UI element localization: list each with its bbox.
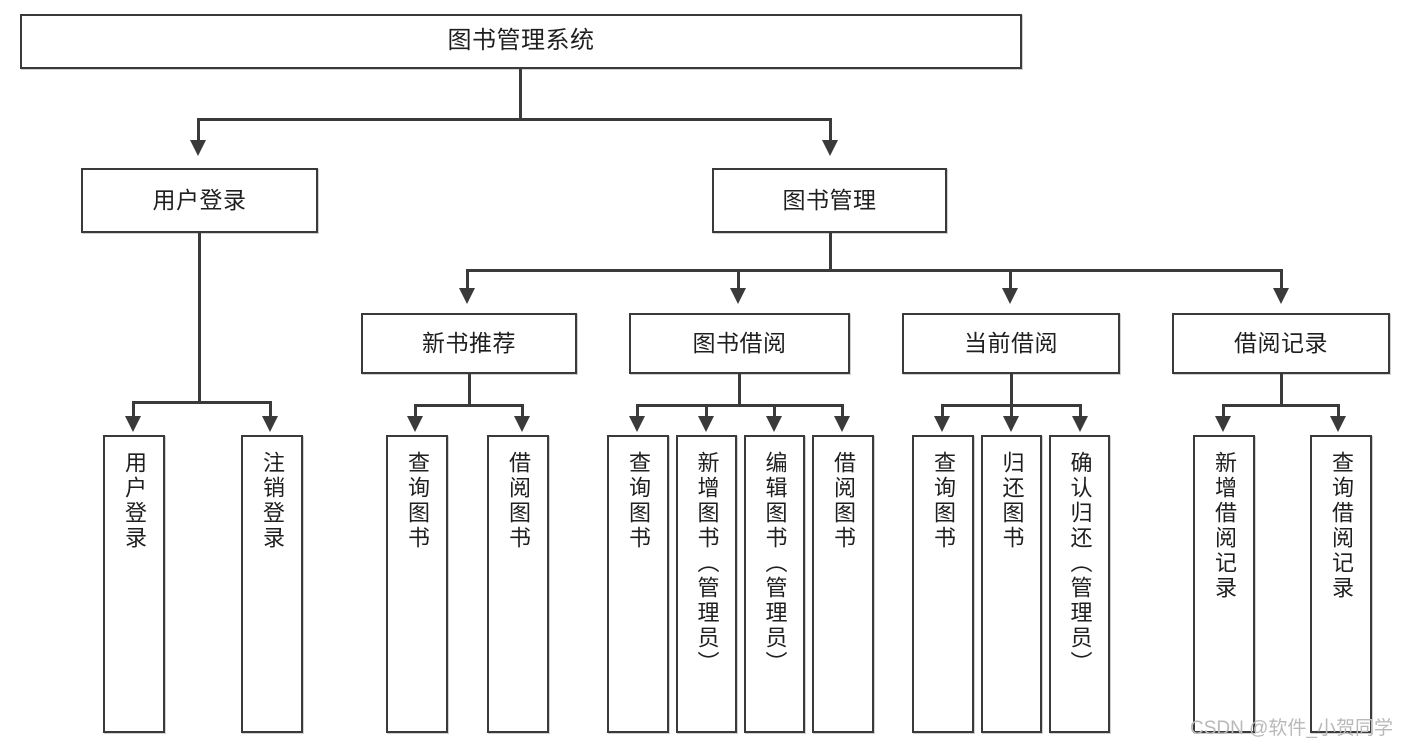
node-label: 图书借阅	[692, 329, 787, 356]
connector-cb-drop-1	[941, 404, 944, 419]
arrowhead-nbr-leaf-2	[514, 416, 530, 432]
node-leaf-edit-book-admin[interactable]: 编辑图书（管理员）	[744, 435, 805, 733]
node-label: 当前借阅	[964, 329, 1058, 356]
connector-bb-bus	[636, 404, 844, 407]
arrowhead-user-login-leaf-2	[262, 416, 278, 432]
connector-book-management-stem	[829, 233, 832, 271]
connector-root-bus	[197, 118, 832, 121]
arrowhead-br-leaf-1	[1215, 416, 1231, 432]
arrowhead-cb-leaf-3	[1072, 416, 1088, 432]
node-leaf-add-borrow-record[interactable]: 新增借阅记录	[1193, 435, 1255, 733]
arrowhead-br-leaf-2	[1330, 416, 1346, 432]
arrowhead-new-book-recommend	[459, 288, 475, 304]
connector-nbr-drop-2	[521, 404, 524, 419]
node-root-book-management-system[interactable]: 图书管理系统	[20, 14, 1022, 69]
node-label: 借阅图书	[506, 451, 531, 551]
arrowhead-cb-leaf-2	[1003, 416, 1019, 432]
node-label: 新书推荐	[422, 329, 516, 356]
arrowhead-bb-leaf-4	[834, 416, 850, 432]
node-leaf-borrow-book-bb[interactable]: 借阅图书	[812, 435, 874, 733]
connector-root-stem	[519, 69, 522, 120]
arrowhead-user-login	[190, 140, 206, 156]
connector-bb-drop-2	[705, 404, 708, 419]
connector-br-stem	[1280, 374, 1283, 406]
node-user-login[interactable]: 用户登录	[81, 168, 318, 233]
connector-user-login-drop-2	[269, 401, 272, 419]
node-label: 确认归还（管理员）	[1067, 451, 1093, 676]
arrowhead-user-login-leaf-1	[125, 416, 141, 432]
connector-nbr-drop-1	[414, 404, 417, 419]
node-label: 编辑图书（管理员）	[762, 451, 788, 676]
node-label: 查询图书	[931, 451, 956, 551]
arrowhead-borrow-record	[1273, 288, 1289, 304]
node-label: 图书管理	[782, 186, 877, 213]
connector-bm-drop-2	[737, 269, 740, 291]
connector-bm-drop-4	[1280, 269, 1283, 291]
node-leaf-add-book-admin[interactable]: 新增图书（管理员）	[676, 435, 737, 733]
node-book-borrow[interactable]: 图书借阅	[629, 313, 850, 374]
node-label: 注销登录	[260, 451, 285, 551]
node-label: 查询借阅记录	[1329, 451, 1354, 601]
arrowhead-bb-leaf-2	[698, 416, 714, 432]
arrowhead-current-borrow	[1002, 288, 1018, 304]
watermark-text: CSDN @软件_小贺同学	[1190, 718, 1393, 739]
connector-br-drop-1	[1222, 404, 1225, 419]
connector-bb-drop-4	[841, 404, 844, 419]
arrowhead-cb-leaf-1	[934, 416, 950, 432]
node-label: 用户登录	[122, 451, 147, 551]
connector-cb-stem	[1010, 374, 1013, 406]
node-leaf-query-book-cb[interactable]: 查询图书	[912, 435, 974, 733]
connector-cb-drop-2	[1010, 404, 1013, 419]
node-label: 借阅记录	[1234, 329, 1328, 356]
connector-bm-drop-3	[1009, 269, 1012, 291]
node-leaf-logout-login[interactable]: 注销登录	[241, 435, 303, 733]
connector-bb-stem	[738, 374, 741, 406]
connector-root-to-user-login	[197, 118, 200, 144]
node-label: 查询图书	[626, 451, 651, 551]
connector-user-login-bus	[132, 401, 269, 404]
node-label: 新增图书（管理员）	[694, 451, 720, 676]
node-label: 归还图书	[999, 451, 1025, 551]
node-book-management[interactable]: 图书管理	[712, 168, 947, 233]
node-leaf-user-login[interactable]: 用户登录	[103, 435, 165, 733]
node-leaf-query-borrow-record[interactable]: 查询借阅记录	[1310, 435, 1372, 733]
arrowhead-book-management	[822, 140, 838, 156]
arrowhead-bb-leaf-1	[629, 416, 645, 432]
node-leaf-confirm-return-admin[interactable]: 确认归还（管理员）	[1049, 435, 1110, 733]
node-label: 用户登录	[152, 186, 247, 213]
connector-nbr-stem	[468, 374, 471, 406]
connector-br-drop-2	[1337, 404, 1340, 419]
connector-br-bus	[1222, 404, 1340, 407]
connector-book-management-bus	[466, 269, 1280, 272]
node-leaf-return-book[interactable]: 归还图书	[981, 435, 1042, 733]
connector-bb-drop-3	[773, 404, 776, 419]
node-borrow-record[interactable]: 借阅记录	[1172, 313, 1390, 374]
connector-user-login-stem	[198, 233, 201, 403]
connector-bb-drop-1	[636, 404, 639, 419]
node-current-borrow[interactable]: 当前借阅	[902, 313, 1120, 374]
connector-cb-drop-3	[1079, 404, 1082, 419]
node-leaf-query-book-nbr[interactable]: 查询图书	[386, 435, 448, 733]
node-label: 图书管理系统	[447, 27, 595, 55]
connector-user-login-drop-1	[132, 401, 135, 419]
connector-root-to-book-management	[829, 118, 832, 144]
node-new-book-recommend[interactable]: 新书推荐	[361, 313, 577, 374]
node-label: 借阅图书	[831, 451, 856, 551]
node-label: 查询图书	[405, 451, 430, 551]
node-label: 新增借阅记录	[1212, 451, 1237, 601]
arrowhead-bb-leaf-3	[766, 416, 782, 432]
connector-nbr-bus	[414, 404, 524, 407]
arrowhead-book-borrow	[730, 288, 746, 304]
connector-bm-drop-1	[466, 269, 469, 291]
node-leaf-borrow-book-nbr[interactable]: 借阅图书	[487, 435, 549, 733]
arrowhead-nbr-leaf-1	[407, 416, 423, 432]
node-leaf-query-book-bb[interactable]: 查询图书	[607, 435, 669, 733]
